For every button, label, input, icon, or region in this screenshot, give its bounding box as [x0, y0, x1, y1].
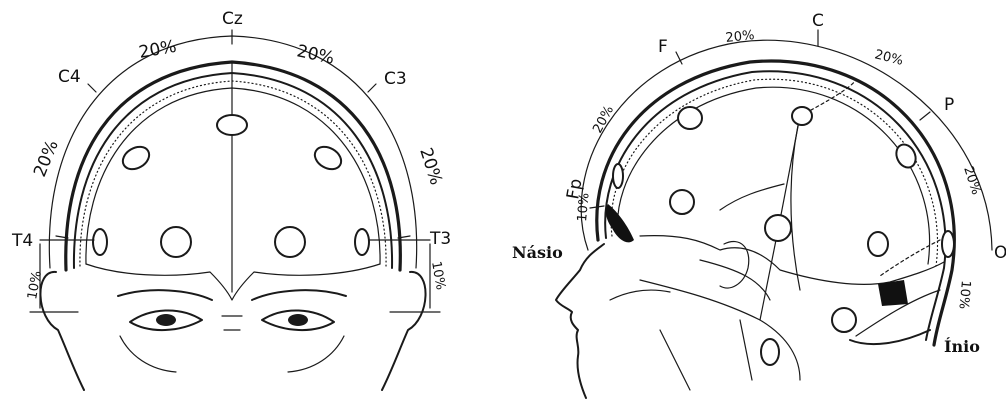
front-ear-left: [40, 272, 84, 390]
electrode-o: [942, 231, 954, 257]
electrode-side-upper-frontal: [678, 107, 702, 129]
pct-side-nasio-fp: 10%: [575, 192, 592, 222]
pct-side-o-inio: 10%: [955, 280, 972, 310]
electrode-side-central-low: [765, 215, 791, 241]
label-o: O: [994, 243, 1006, 263]
electrode-c4: [119, 142, 153, 173]
side-face-profile: [556, 244, 604, 398]
front-ear-right: [382, 272, 426, 390]
pct-side-fp-f: 20%: [590, 103, 617, 136]
side-tentorium: [878, 280, 908, 306]
label-c: C: [812, 11, 824, 31]
label-f: F: [658, 37, 668, 57]
electrode-t4: [93, 229, 107, 255]
electrode-front-left-inner: [161, 227, 191, 257]
side-view: C F Fp P O Násio Ínio 20% 20% 20% 20% 10…: [512, 11, 1006, 398]
label-t4: T4: [11, 231, 33, 251]
electrode-side-frontal-mid: [670, 190, 694, 214]
label-c3: C3: [384, 69, 407, 89]
pct-side-p-o: 20%: [960, 165, 983, 197]
electrode-c: [792, 107, 812, 125]
label-t3: T3: [429, 229, 451, 249]
label-p: P: [944, 95, 954, 115]
front-skull-inner: [74, 73, 392, 268]
label-c4: C4: [58, 67, 81, 87]
pct-front-top-left: 20%: [137, 37, 178, 63]
pct-front-left-low: 10%: [25, 270, 45, 301]
pct-front-right-side: 20%: [415, 145, 446, 187]
front-skull-outer: [66, 62, 401, 270]
electrode-fp: [613, 164, 623, 188]
electrode-front-right-inner: [275, 227, 305, 257]
front-view: Cz C4 C3 T4 T3 20% 20% 20% 20% 10% 10%: [11, 9, 451, 390]
pct-side-f-c: 20%: [725, 28, 755, 46]
electrode-cz: [217, 115, 247, 135]
label-nasio: Násio: [512, 243, 563, 262]
pct-front-top-right: 20%: [295, 41, 336, 68]
electrode-t3: [355, 229, 369, 255]
electrode-side-parietal-low: [868, 232, 888, 256]
electrode-side-cerebellar: [832, 308, 856, 332]
label-cz: Cz: [222, 9, 243, 29]
electrode-c3: [311, 142, 345, 173]
label-inio: Ínio: [944, 336, 980, 356]
pct-side-c-p: 20%: [873, 47, 905, 69]
side-eye-socket: [606, 204, 634, 242]
electrode-side-ear: [761, 339, 779, 365]
pct-front-right-low: 10%: [428, 260, 448, 291]
